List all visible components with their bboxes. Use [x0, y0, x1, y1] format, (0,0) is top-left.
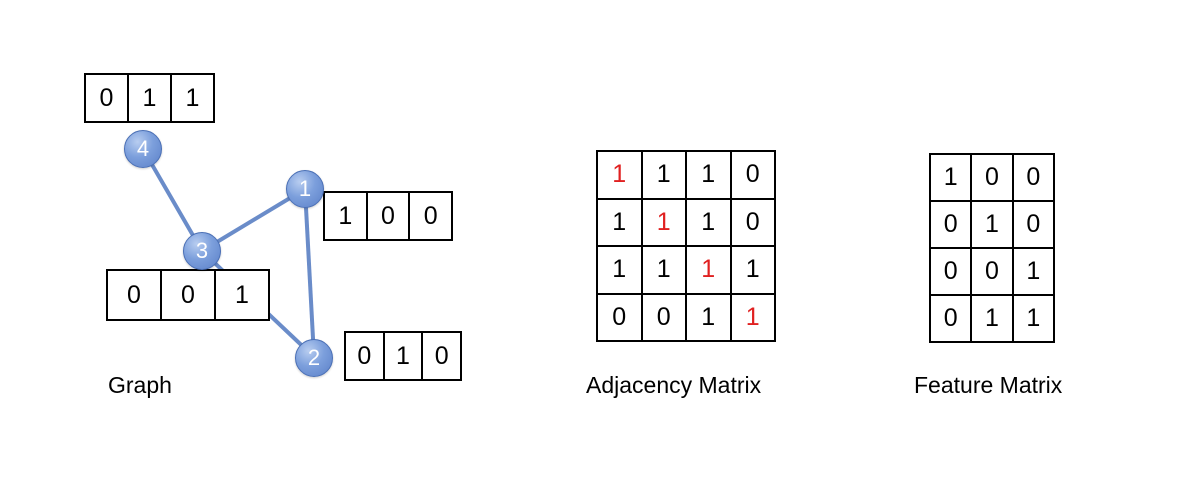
matrix-cell: 1 [596, 150, 643, 200]
feature-cell: 0 [127, 280, 141, 309]
matrix-row: 1 0 0 [928, 153, 1056, 202]
matrix-cell: 0 [596, 292, 643, 342]
matrix-row: 0 0 1 [928, 247, 1056, 296]
node-label: 2 [307, 345, 321, 370]
matrix-cell: 1 [928, 153, 973, 202]
feature-cell: 0 [421, 333, 460, 379]
feature-cell: 0 [408, 193, 451, 239]
feature-cell: 1 [382, 333, 422, 379]
matrix-cell: 0 [928, 294, 973, 343]
matrix-cell: 1 [685, 245, 732, 295]
matrix-cell: 0 [970, 247, 1014, 296]
matrix-row: 0 1 0 [928, 200, 1056, 249]
matrix-cell: 1 [640, 245, 687, 295]
feature-cell: 0 [357, 341, 372, 370]
matrix-cell: 1 [596, 197, 643, 247]
matrix-cell: 1 [729, 292, 776, 342]
matrix-cell: 1 [640, 150, 687, 200]
matrix-cell: 1 [970, 200, 1014, 249]
graph-node-3: 3 [183, 232, 221, 270]
matrix-row: 1 1 1 0 [596, 197, 776, 247]
edge-1-2 [303, 188, 316, 358]
matrix-cell: 0 [729, 150, 776, 200]
graph-node-2: 2 [295, 339, 333, 377]
adjacency-matrix: 1 1 1 0 1 1 1 0 1 1 1 1 0 0 1 1 [596, 150, 776, 342]
matrix-cell: 0 [640, 292, 687, 342]
matrix-cell: 1 [729, 245, 776, 295]
feature-caption: Feature Matrix [914, 372, 1063, 398]
matrix-cell: 0 [1011, 200, 1056, 249]
node-label: 1 [298, 176, 312, 201]
node-2-feature-vector: 0 1 0 [344, 331, 462, 381]
matrix-cell: 0 [928, 200, 973, 249]
feature-cell: 0 [365, 193, 409, 239]
feature-cell: 1 [170, 75, 213, 121]
feature-cell: 1 [127, 75, 170, 121]
matrix-cell: 1 [685, 292, 732, 342]
graph-caption: Graph [108, 372, 172, 398]
matrix-row: 1 1 1 0 [596, 150, 776, 200]
matrix-cell: 1 [1011, 247, 1056, 296]
matrix-cell: 1 [596, 245, 643, 295]
matrix-row: 0 0 1 1 [596, 292, 776, 342]
feature-cell: 1 [214, 271, 268, 319]
matrix-row: 1 1 1 1 [596, 245, 776, 295]
matrix-cell: 0 [928, 247, 973, 296]
node-label: 4 [136, 136, 150, 161]
matrix-cell: 1 [685, 150, 732, 200]
node-1-feature-vector: 1 0 0 [323, 191, 453, 241]
edge-3-1 [200, 187, 307, 253]
node-label: 3 [195, 238, 209, 263]
graph-node-1: 1 [286, 170, 324, 208]
node-4-feature-vector: 0 1 1 [84, 73, 215, 123]
matrix-cell: 1 [640, 197, 687, 247]
matrix-cell: 0 [970, 153, 1014, 202]
node-3-feature-vector: 0 0 1 [106, 269, 270, 321]
matrix-cell: 1 [1011, 294, 1056, 343]
feature-cell: 1 [338, 201, 353, 230]
adjacency-caption: Adjacency Matrix [586, 372, 762, 398]
matrix-cell: 0 [729, 197, 776, 247]
graph-node-4: 4 [124, 130, 162, 168]
matrix-cell: 1 [685, 197, 732, 247]
matrix-cell: 1 [970, 294, 1014, 343]
feature-cell: 0 [160, 271, 214, 319]
feature-cell: 0 [99, 83, 114, 112]
feature-matrix: 1 0 0 0 1 0 0 0 1 0 1 1 [928, 153, 1056, 343]
matrix-cell: 0 [1011, 153, 1056, 202]
matrix-row: 0 1 1 [928, 294, 1056, 343]
